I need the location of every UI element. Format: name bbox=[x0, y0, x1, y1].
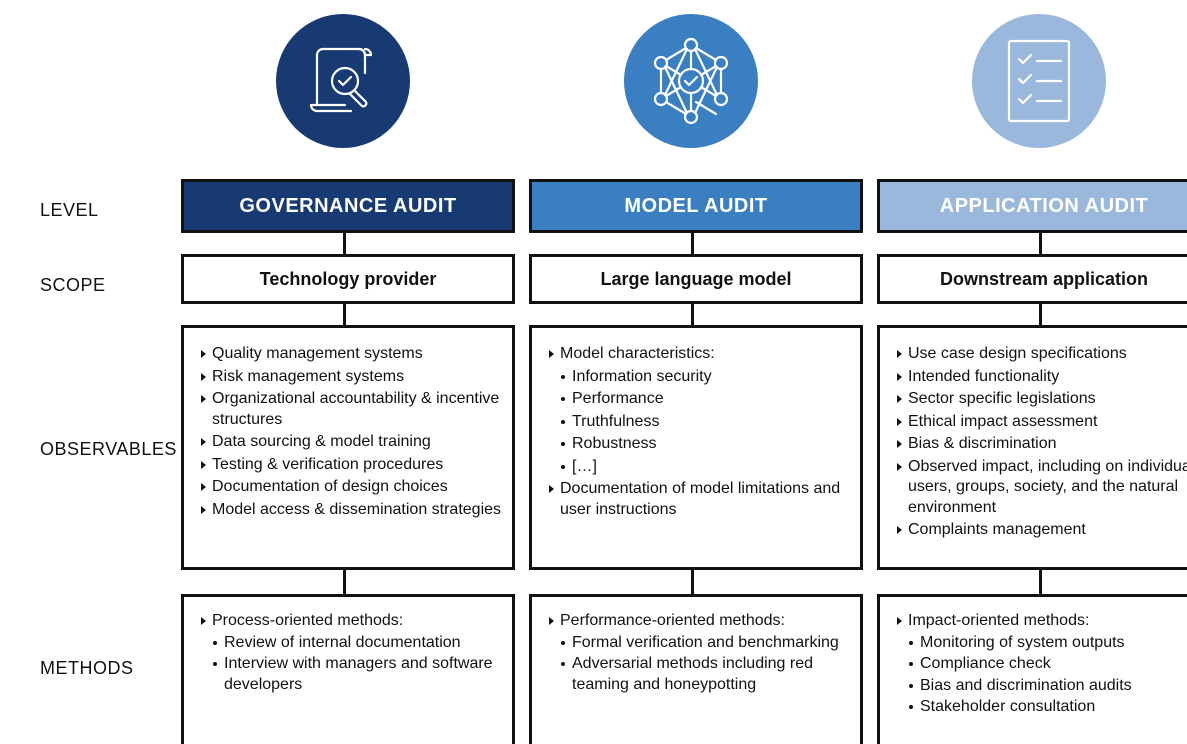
governance-icon-circle bbox=[276, 14, 410, 148]
list-item: Bias & discrimination bbox=[896, 434, 1187, 455]
scope-title: Technology provider bbox=[259, 268, 437, 289]
list-item: Data sourcing & model training bbox=[200, 432, 502, 453]
observables-box-model: Model characteristics: Information secur… bbox=[529, 325, 863, 570]
list-item: Sector specific legislations bbox=[896, 389, 1187, 410]
observables-box-governance: Quality management systems Risk manageme… bbox=[181, 325, 515, 570]
list-item: Quality management systems bbox=[200, 344, 502, 365]
list-item: Truthfulness bbox=[548, 412, 850, 433]
level-title: GOVERNANCE AUDIT bbox=[239, 194, 457, 217]
observables-box-application: Use case design specifications Intended … bbox=[877, 325, 1187, 570]
list-item: Organizational accountability & incentiv… bbox=[200, 389, 502, 430]
list-item: Observed impact, including on individual… bbox=[896, 457, 1187, 519]
governance-audit-column: GOVERNANCE AUDIT Technology provider Qua… bbox=[181, 0, 515, 744]
list-item: Documentation of design choices bbox=[200, 477, 502, 498]
scope-box-application: Downstream application bbox=[877, 254, 1187, 304]
methods-box-application: Impact-oriented methods: Monitoring of s… bbox=[877, 594, 1187, 744]
connector bbox=[1039, 304, 1042, 325]
connector bbox=[343, 304, 346, 325]
model-audit-column: MODEL AUDIT Large language model Model c… bbox=[529, 0, 863, 744]
list-item: Intended functionality bbox=[896, 367, 1187, 388]
connector bbox=[343, 233, 346, 254]
list-item: Review of internal documentation bbox=[200, 633, 502, 654]
model-icon-circle bbox=[624, 14, 758, 148]
methods-box-governance: Process-oriented methods: Review of inte… bbox=[181, 594, 515, 744]
list-item: Robustness bbox=[548, 434, 850, 455]
list-item: Information security bbox=[548, 367, 850, 388]
connector bbox=[691, 304, 694, 325]
connector bbox=[691, 233, 694, 254]
list-item: Adversarial methods including red teamin… bbox=[548, 654, 850, 695]
list-item: Model characteristics: bbox=[548, 344, 850, 365]
row-label-observables: OBSERVABLES bbox=[40, 439, 177, 459]
application-audit-column: APPLICATION AUDIT Downstream application… bbox=[877, 0, 1187, 744]
connector bbox=[1039, 570, 1042, 594]
level-box-model: MODEL AUDIT bbox=[529, 179, 863, 233]
list-item: Model access & dissemination strategies bbox=[200, 500, 502, 521]
list-item: Stakeholder consultation bbox=[896, 697, 1187, 718]
level-box-application: APPLICATION AUDIT bbox=[877, 179, 1187, 233]
list-item: Use case design specifications bbox=[896, 344, 1187, 365]
methods-box-model: Performance-oriented methods: Formal ver… bbox=[529, 594, 863, 744]
level-title: APPLICATION AUDIT bbox=[939, 194, 1149, 217]
row-label-scope: SCOPE bbox=[40, 275, 106, 295]
document-magnifier-icon bbox=[309, 47, 373, 113]
list-item: Interview with managers and software dev… bbox=[200, 654, 502, 695]
network-model-icon bbox=[653, 37, 729, 125]
list-item: Risk management systems bbox=[200, 367, 502, 388]
connector bbox=[691, 570, 694, 594]
checklist-document-icon bbox=[1007, 39, 1071, 123]
list-item: Documentation of model limitations and u… bbox=[548, 479, 850, 520]
row-label-methods: METHODS bbox=[40, 658, 134, 678]
list-item: Impact-oriented methods: bbox=[896, 611, 1187, 632]
list-item: Ethical impact assessment bbox=[896, 412, 1187, 433]
list-item: Performance-oriented methods: bbox=[548, 611, 850, 632]
list-item: […] bbox=[548, 457, 850, 478]
list-item: Process-oriented methods: bbox=[200, 611, 502, 632]
level-box-governance: GOVERNANCE AUDIT bbox=[181, 179, 515, 233]
application-icon-circle bbox=[972, 14, 1106, 148]
list-item: Complaints management bbox=[896, 520, 1187, 541]
list-item: Bias and discrimination audits bbox=[896, 676, 1187, 697]
scope-box-governance: Technology provider bbox=[181, 254, 515, 304]
row-label-level: LEVEL bbox=[40, 200, 99, 220]
list-item: Compliance check bbox=[896, 654, 1187, 675]
list-item: Formal verification and benchmarking bbox=[548, 633, 850, 654]
level-title: MODEL AUDIT bbox=[624, 194, 768, 217]
list-item: Testing & verification procedures bbox=[200, 455, 502, 476]
scope-title: Large language model bbox=[600, 268, 792, 289]
scope-title: Downstream application bbox=[939, 268, 1149, 289]
scope-box-model: Large language model bbox=[529, 254, 863, 304]
list-item: Monitoring of system outputs bbox=[896, 633, 1187, 654]
connector bbox=[343, 570, 346, 594]
connector bbox=[1039, 233, 1042, 254]
list-item: Performance bbox=[548, 389, 850, 410]
